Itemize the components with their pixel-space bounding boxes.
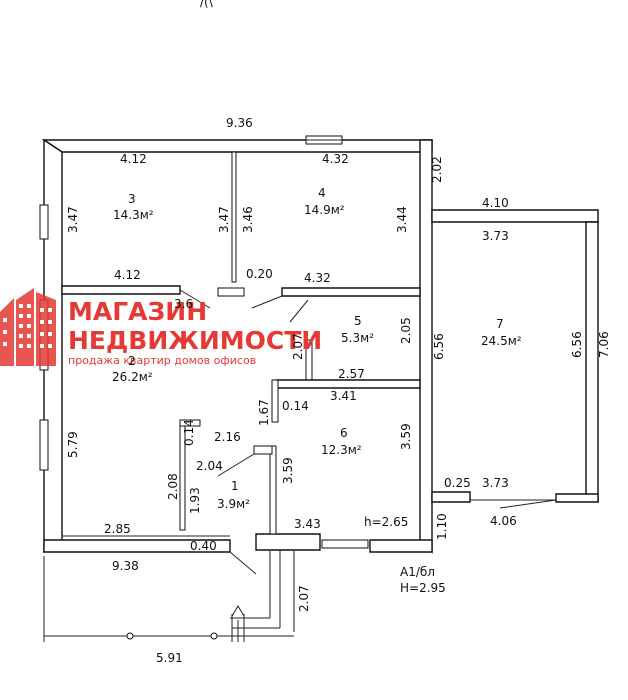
dim-r4-right: 3.44 [395, 206, 409, 233]
dim-r5-top: 4.32 [304, 271, 331, 285]
dim-ceiling-h: h=2.65 [364, 515, 408, 529]
window-bottom [321, 539, 369, 549]
watermark-logo: МАГАЗИН НЕДВИЖИМОСТИ продажа квартир дом… [0, 288, 322, 367]
dim-r7-pier: 0.25 [444, 476, 471, 490]
dim-r7-left: 6.56 [570, 331, 584, 358]
dim-r5-right: 2.05 [399, 317, 413, 344]
annex-room-7 [431, 209, 599, 509]
room-6-number: 6 [340, 426, 348, 440]
watermark-tagline: продажа квартир домов офисов [68, 354, 256, 367]
watermark-line1: МАГАЗИН [68, 297, 207, 326]
top-wall [41, 139, 433, 153]
dim-bottom-left: 2.85 [104, 522, 131, 536]
room-4-number: 4 [318, 186, 326, 200]
dim-r4-top: 4.32 [322, 152, 349, 166]
dim-r1-inner: 2.04 [196, 459, 223, 473]
watermark-line2: НЕДВИЖИМОСТИ [68, 326, 322, 355]
dimension-labels: 9.36 4.12 4.32 3.47 3.47 3.46 3.44 2.02 … [66, 116, 611, 665]
outer-walls [41, 138, 433, 554]
dim-r2-mark: 3.6 [174, 297, 193, 311]
dim-r7-bottom: 3.73 [482, 476, 509, 490]
room-7-area: 24.5м² [481, 334, 522, 348]
dim-r1-top: 2.16 [214, 430, 241, 444]
window-left-1 [39, 204, 49, 240]
room-5-number: 5 [354, 314, 362, 328]
window-left-3 [39, 419, 49, 471]
dim-r3-right: 3.47 [217, 206, 231, 233]
dim-outer-right-upper: 2.02 [430, 156, 444, 183]
header-mark: /(\ [200, 0, 214, 9]
bottom-wall-right [369, 539, 433, 553]
dim-porch-bottom: 5.91 [156, 651, 183, 665]
room-4-area: 14.9м² [304, 203, 345, 217]
height-label: Н=2.95 [400, 581, 446, 595]
dim-r3-top: 4.12 [120, 152, 147, 166]
dim-r5-left: 2.07 [291, 333, 305, 360]
room-7-number: 7 [496, 317, 504, 331]
right-wall [419, 139, 433, 554]
dim-r6-bottom: 3.43 [294, 517, 321, 531]
room-3-area: 14.3м² [113, 208, 154, 222]
room-2-area: 26.2м² [112, 370, 153, 384]
dim-wall-014b: 0.14 [182, 419, 196, 446]
dim-r4-left: 3.46 [241, 206, 255, 233]
room-2-number: 2 [128, 354, 136, 368]
dim-r2-left: 5.79 [66, 431, 80, 458]
room-1-number: 1 [231, 479, 239, 493]
dim-bottom-040: 0.40 [190, 539, 217, 553]
interior-walls [61, 151, 421, 537]
room-1-area: 3.9м² [217, 497, 250, 511]
dim-r6-right: 3.59 [399, 423, 413, 450]
dim-r7-outer-top: 4.10 [482, 196, 509, 210]
dim-r1-left: 2.08 [166, 473, 180, 500]
dim-porch-207: 2.07 [297, 585, 311, 612]
dim-r7-inner-top: 3.73 [482, 229, 509, 243]
room-labels: 3 14.3м² 4 14.9м² 2 26.2м² 5 5.3м² 7 24.… [112, 186, 522, 511]
dim-r7-outer-bottom: 4.06 [490, 514, 517, 528]
dim-wall-014a: 0.14 [282, 399, 309, 413]
dim-wall-020: 0.20 [246, 267, 273, 281]
porch [43, 550, 295, 642]
dim-wall-110: 1.10 [435, 513, 449, 540]
room-6-area: 12.3м² [321, 443, 362, 457]
dim-corridor-257: 2.57 [338, 367, 365, 381]
dim-right-mid: 6.56 [432, 333, 446, 360]
dim-r6-top: 3.41 [330, 389, 357, 403]
entry-wall [255, 533, 321, 551]
dim-r6-left: 3.59 [281, 457, 295, 484]
dim-r2-top: 4.12 [114, 268, 141, 282]
room-3-number: 3 [128, 192, 136, 206]
room-5-area: 5.3м² [341, 331, 374, 345]
dim-r3-left: 3.47 [66, 206, 80, 233]
dim-r1-right: 1.93 [188, 487, 202, 514]
dim-r7-right: 7.06 [597, 331, 611, 358]
dim-wall-167: 1.67 [257, 399, 271, 426]
dim-top-total: 9.36 [226, 116, 253, 130]
dim-porch-938: 9.38 [112, 559, 139, 573]
building-logo-icon [0, 288, 56, 366]
section-label: А1/бл [400, 565, 435, 579]
